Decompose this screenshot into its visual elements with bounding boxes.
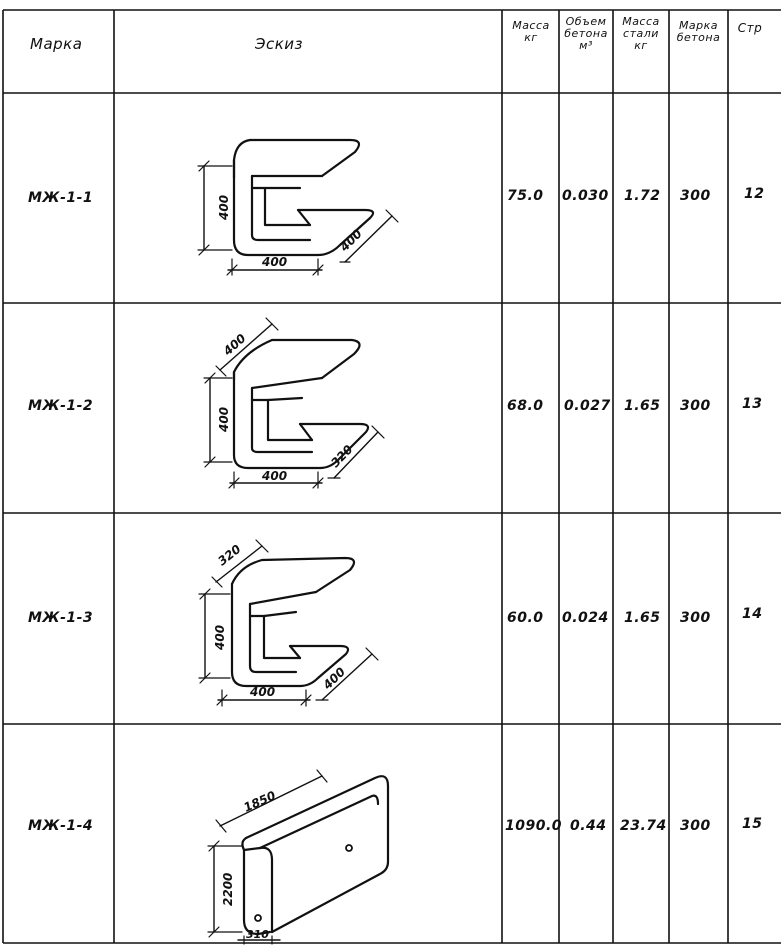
header-volume-line3: м³	[579, 39, 593, 52]
row1-mark: МЖ-1-1	[28, 190, 94, 206]
row1-page: 12	[744, 186, 765, 202]
row4-steel: 23.74	[620, 818, 667, 834]
row4-mark: МЖ-1-4	[28, 818, 94, 834]
sketch-mzh-1-4	[207, 769, 390, 945]
row3-mass: 60.0	[507, 610, 544, 626]
r2-dim-depth-top: 400	[220, 331, 249, 359]
row2-grade: 300	[680, 398, 711, 414]
r2-dim-width: 400	[261, 469, 287, 483]
row4-volume: 0.44	[570, 818, 607, 834]
header-steel: Масса стали кг	[614, 16, 668, 52]
header-steel-line2: стали	[623, 27, 659, 40]
row2-steel: 1.65	[624, 398, 661, 414]
sketch-mzh-1-3	[198, 539, 379, 707]
r3-dim-height: 400	[213, 625, 227, 651]
sketch-mzh-1-2	[203, 317, 385, 489]
row4-grade: 300	[680, 818, 711, 834]
header-volume: Объем бетона м³	[560, 16, 612, 52]
header-page: Стр	[737, 21, 763, 35]
row2-mark: МЖ-1-2	[28, 398, 94, 414]
row2-mass: 68.0	[507, 398, 544, 414]
r4-dim-width: 310	[246, 928, 269, 941]
header-steel-line1: Масса	[622, 15, 660, 28]
row4-mass: 1090.0	[505, 818, 563, 834]
row3-mark: МЖ-1-3	[28, 610, 94, 626]
r3-dim-width: 400	[249, 685, 275, 699]
row3-steel: 1.65	[624, 610, 661, 626]
header-mass-line2: кг	[524, 31, 538, 44]
row1-volume: 0.030	[562, 188, 609, 204]
header-grade-line1: Марка	[678, 19, 719, 32]
header-volume-line2: бетона	[564, 27, 608, 40]
r2-dim-height: 400	[217, 407, 231, 433]
r4-dim-height: 2200	[221, 873, 235, 906]
header-mass: Масса кг	[504, 20, 558, 44]
header-sketch: Эскиз	[255, 35, 304, 53]
r1-dim-depth: 400	[337, 226, 365, 254]
r4-dim-length: 1850	[242, 788, 278, 814]
row1-grade: 300	[680, 188, 711, 204]
row3-page: 14	[742, 606, 763, 622]
row4-page: 15	[742, 816, 763, 832]
r1-dim-height: 400	[217, 195, 231, 221]
r1-dim-width: 400	[261, 255, 287, 269]
row2-page: 13	[742, 396, 763, 412]
header-grade-line2: бетона	[676, 31, 721, 44]
header-mass-line1: Масса	[512, 19, 550, 32]
row1-steel: 1.72	[624, 188, 661, 204]
row1-mass: 75.0	[507, 188, 544, 204]
header-mark: Марка	[30, 35, 83, 53]
row3-volume: 0.024	[562, 610, 609, 626]
row2-volume: 0.027	[564, 398, 611, 414]
header-volume-line1: Объем	[565, 15, 607, 28]
header-grade: Марка бетона	[670, 20, 727, 44]
header-steel-line3: кг	[634, 39, 648, 52]
sketch-mzh-1-1	[197, 138, 399, 276]
row3-grade: 300	[680, 610, 711, 626]
